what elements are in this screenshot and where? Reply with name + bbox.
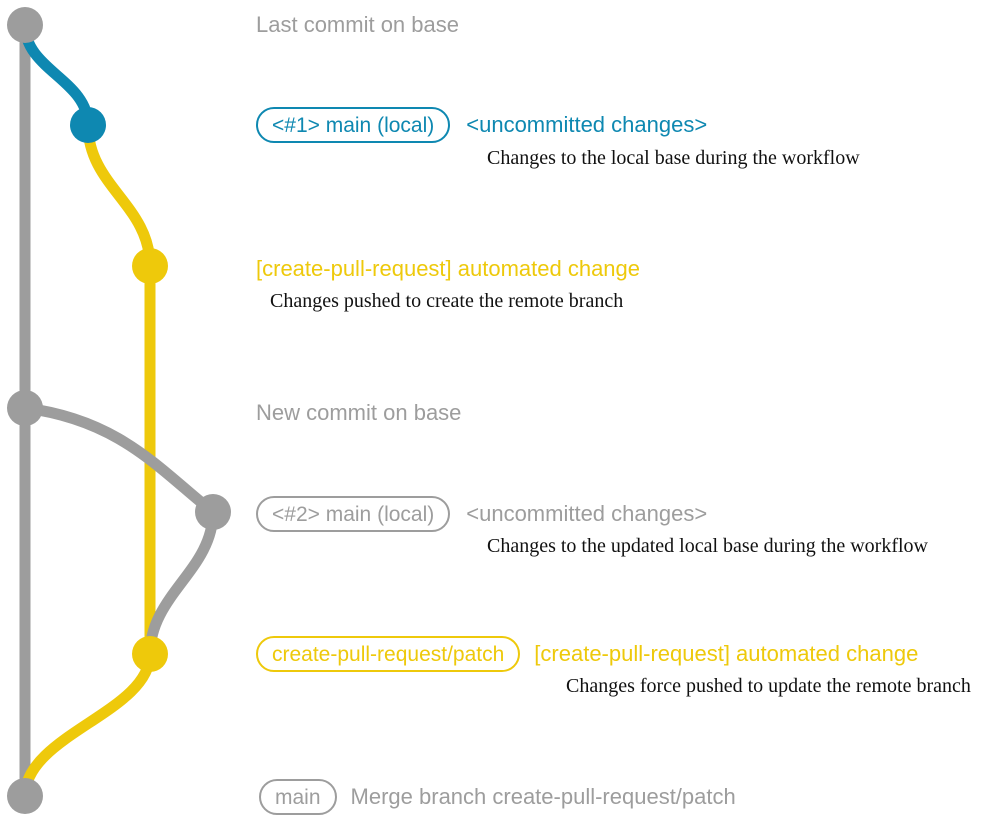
branch-pill-local-1[interactable]: <#1> main (local) <box>256 107 451 143</box>
row-new-commit-on-base: New commit on base <box>256 398 461 428</box>
row-patch-1-subtext: Changes pushed to create the remote bran… <box>270 290 624 312</box>
commit-node-local-1[interactable] <box>70 107 106 143</box>
row-local-1-subtext: Changes to the local base during the wor… <box>487 147 860 169</box>
row-local-1: <#1> main (local) <uncommitted changes> <box>256 107 707 143</box>
row-patch-1-headline: [create-pull-request] automated change <box>256 256 641 281</box>
branch-pill-patch[interactable]: create-pull-request/patch <box>256 636 521 672</box>
row-new-commit-headline: New commit on base <box>256 400 462 425</box>
commit-node-patch-2[interactable] <box>132 636 168 672</box>
row-merge: main Merge branch create-pull-request/pa… <box>259 779 736 815</box>
row-merge-headline: Merge branch create-pull-request/patch <box>350 784 736 809</box>
edge-local1-to-patch1 <box>82 119 156 272</box>
edge-basenew-to-local2 <box>19 402 219 518</box>
row-last-commit-on-base: Last commit on base <box>256 10 459 40</box>
branch-pill-main[interactable]: main <box>259 779 337 815</box>
edge-patch2-to-merge <box>19 648 156 802</box>
row-patch-2-subtext: Changes force pushed to update the remot… <box>566 675 971 697</box>
branch-pill-local-2[interactable]: <#2> main (local) <box>256 496 451 532</box>
row-local-2: <#2> main (local) <uncommitted changes> <box>256 496 707 532</box>
commit-node-base-merge[interactable] <box>7 778 43 814</box>
edge-local2-to-patch2 <box>144 506 219 660</box>
commit-node-local-2[interactable] <box>195 494 231 530</box>
commit-node-base-new[interactable] <box>7 390 43 426</box>
row-patch-1: [create-pull-request] automated change <box>256 255 640 283</box>
row-patch-2: create-pull-request/patch [create-pull-r… <box>256 636 918 672</box>
commit-node-patch-1[interactable] <box>132 248 168 284</box>
row-local-2-subtext: Changes to the updated local base during… <box>487 535 928 557</box>
commit-node-base-last[interactable] <box>7 7 43 43</box>
row-last-commit-headline: Last commit on base <box>256 12 459 37</box>
row-patch-2-headline: [create-pull-request] automated change <box>534 641 919 666</box>
row-local-1-headline: <uncommitted changes> <box>466 112 708 137</box>
row-local-2-headline: <uncommitted changes> <box>466 501 708 526</box>
